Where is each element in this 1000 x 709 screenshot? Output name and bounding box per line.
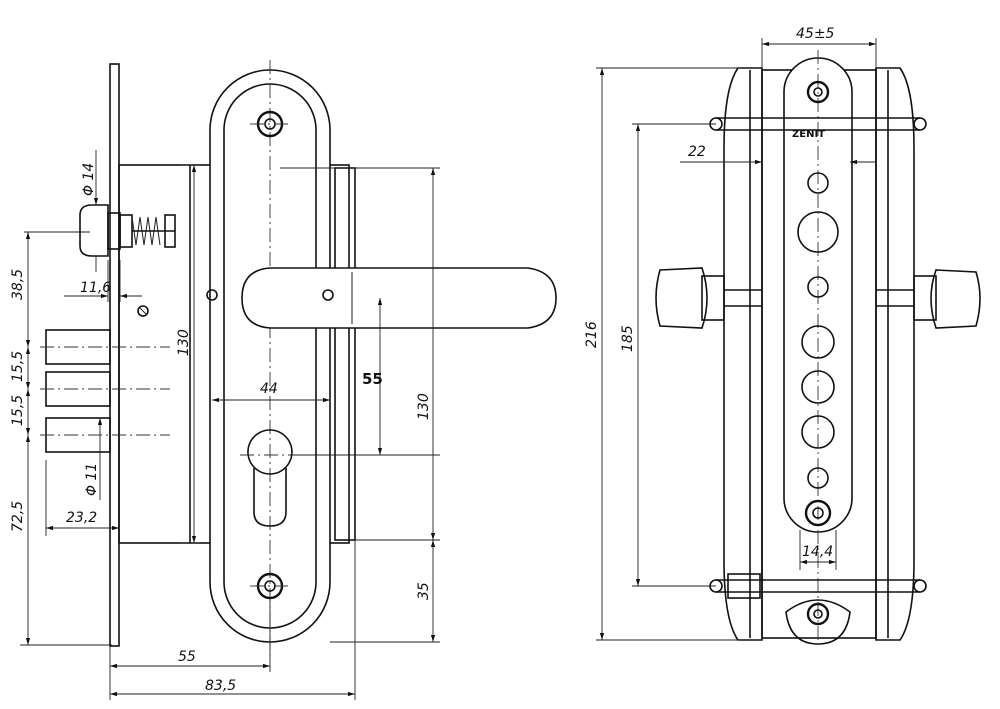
left-lever-end <box>655 267 762 329</box>
dim-35: 35 <box>416 582 432 600</box>
door-handle-lever <box>206 267 557 329</box>
dim-11-6: 11,6 <box>80 280 111 296</box>
right-dimension-labels: 45±5 22 216 185 14,4 <box>584 26 835 560</box>
dim-15-5-b: 15,5 <box>10 395 26 426</box>
right-dimension-lines <box>596 38 877 641</box>
escutcheon-plate <box>209 60 331 655</box>
dim-72-5: 72,5 <box>10 501 26 532</box>
dim-55-backset: 55 <box>362 370 383 388</box>
dim-44: 44 <box>260 381 278 397</box>
edge-view <box>723 50 915 641</box>
right-lever-end <box>876 269 981 329</box>
dim-55-bottom: 55 <box>178 649 196 665</box>
dim-diameter-11: Φ 11 <box>84 463 100 496</box>
dead-bolts <box>40 329 170 453</box>
brand-logo: ZENIT <box>792 129 825 140</box>
dim-130-right: 130 <box>416 393 432 420</box>
top-screw <box>250 110 290 138</box>
dim-185: 185 <box>620 325 636 352</box>
faceplate-holes <box>785 80 851 645</box>
dim-83-5: 83,5 <box>205 678 236 694</box>
bottom-screw <box>250 572 290 600</box>
dim-22: 22 <box>688 144 706 160</box>
left-dimension-lines <box>20 150 440 700</box>
dim-15-5-a: 15,5 <box>10 351 26 382</box>
dim-45-tolerance: 45±5 <box>796 26 835 42</box>
left-dimension-labels: Φ 14 38,5 11,6 15,5 15,5 Φ 11 72,5 23,2 … <box>10 163 432 694</box>
dim-14-4: 14,4 <box>802 544 833 560</box>
dim-23-2: 23,2 <box>66 510 97 526</box>
dim-216: 216 <box>584 321 600 348</box>
dim-130-left: 130 <box>176 329 192 356</box>
through-bolts <box>709 117 927 599</box>
latch-bolt <box>79 204 176 257</box>
dim-diameter-14: Φ 14 <box>81 163 97 196</box>
dim-38-5: 38,5 <box>10 269 26 300</box>
